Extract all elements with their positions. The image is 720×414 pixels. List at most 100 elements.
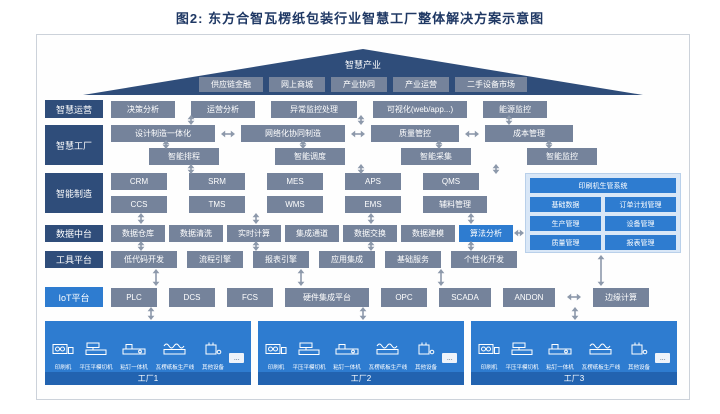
data-mid-item: 数据建模 (401, 225, 455, 242)
vertical-double-arrow-icon (435, 140, 443, 149)
iot-item: PLC (111, 287, 157, 307)
roof-item: 供应链金融 (199, 77, 263, 92)
layer-manufacturing-row-a: CRM SRM MES APS QMS (111, 173, 479, 190)
vertical-double-arrow-icon (597, 255, 605, 286)
vertical-double-arrow-icon (467, 241, 475, 251)
vertical-double-arrow-icon (147, 307, 155, 320)
iot-item: FCS (227, 287, 273, 307)
machine-label: 瓦楞纸板生产线 (581, 365, 621, 371)
machine-die-cutter: 平压平模切机 (504, 341, 540, 371)
machine-die-cutter: 平压平模切机 (291, 341, 327, 371)
machine-die-cutter: 平压平模切机 (78, 341, 114, 371)
roof-items: 供应链金融 网上商城 产业协同 产业运营 二手设备市场 (199, 77, 527, 92)
machine-printer: 印刷机 (265, 341, 287, 371)
vertical-double-arrow-icon (252, 213, 260, 224)
factory-item: 质量管控 (371, 125, 459, 142)
machine-printer: 印刷机 (52, 341, 74, 371)
vertical-double-arrow-icon (187, 164, 195, 174)
vertical-double-arrow-icon (367, 241, 375, 251)
roof-item: 产业协同 (331, 77, 387, 92)
machine-label: 印刷机 (54, 365, 71, 371)
vertical-double-arrow-icon (187, 115, 195, 125)
data-mid-item: 集成通道 (285, 225, 339, 242)
manufacturing-item: EMS (345, 196, 401, 213)
roof-item: 网上商城 (269, 77, 325, 92)
iot-item: ANDON (503, 287, 555, 307)
factory-machines: 印刷机 平压平模切机 粘钉一体机 瓦楞纸板生产线 (45, 321, 251, 372)
panel-items: 基础数据 订单计划管理 生产管理 设备管理 质量管理 报表管理 (530, 197, 676, 250)
panel-title: 印刷机生管系统 (530, 178, 676, 193)
operation-item: 运营分析 (191, 100, 255, 118)
machine-label: 其他设备 (627, 365, 650, 371)
layer-factory-row-b: 智能排程 智能调度 智能采集 智能监控 (149, 148, 597, 165)
data-mid-item: 数据交换 (343, 225, 397, 242)
layer-label-manufacturing: 智能制造 (45, 173, 103, 213)
machine-label: 其他设备 (201, 365, 224, 371)
layer-label-iot: IoT平台 (45, 287, 103, 307)
factory-name: 工厂3 (471, 372, 677, 385)
horizontal-double-arrow-icon (465, 130, 479, 138)
factories-row: 印刷机 平压平模切机 粘钉一体机 瓦楞纸板生产线 (45, 321, 677, 385)
factory-item: 智能监控 (527, 148, 597, 165)
iot-item: DCS (169, 287, 215, 307)
factory-item: 智能调度 (275, 148, 345, 165)
tools-item: 报表引擎 (253, 251, 309, 268)
diagram-frame: 智慧产业 供应链金融 网上商城 产业协同 产业运营 二手设备市场 智慧运营 决策… (36, 34, 690, 400)
machine-label: 其他设备 (414, 365, 437, 371)
machine-corrugator: 瓦楞纸板生产线 (367, 341, 409, 371)
more-equipment-box: ... (442, 353, 458, 363)
die-cutter-machine-icon (511, 341, 533, 361)
die-cutter-machine-icon (85, 341, 107, 361)
machine-other: 其他设备 (627, 341, 651, 371)
other-machine-icon (417, 341, 435, 361)
factory-item: 智能排程 (149, 148, 219, 165)
more-equipment-box: ... (229, 353, 245, 363)
machine-label: 粘钉一体机 (333, 365, 361, 371)
layer-data-mid: 数据仓库 数据清洗 实时计算 集成通道 数据交换 数据建模 算法分析 (111, 225, 513, 242)
manufacturing-item: TMS (189, 196, 245, 213)
printing-mes-panel: 印刷机生管系统 基础数据 订单计划管理 生产管理 设备管理 质量管理 报表管理 (525, 173, 681, 253)
layer-iot: PLC DCS FCS 硬件集成平台 OPC SCADA ANDON 边缘计算 (111, 287, 649, 307)
horizontal-double-arrow-icon (514, 229, 524, 237)
layer-factory-row-a: 设计制造一体化 网络化协同制造 质量管控 成本管理 (111, 125, 573, 142)
stitcher-machine-icon (335, 341, 359, 361)
machine-label: 粘钉一体机 (546, 365, 574, 371)
vertical-double-arrow-icon (545, 140, 553, 149)
tools-item: 流程引擎 (187, 251, 243, 268)
printer-machine-icon (52, 341, 74, 361)
machine-corrugator: 瓦楞纸板生产线 (154, 341, 196, 371)
vertical-double-arrow-icon (357, 115, 365, 125)
machine-label: 印刷机 (480, 365, 497, 371)
data-mid-item: 实时计算 (227, 225, 281, 242)
layer-tools: 低代码开发 流程引擎 报表引擎 应用集成 基础服务 个性化开发 (111, 251, 517, 268)
iot-item: 硬件集成平台 (285, 287, 369, 307)
factory-item: 智能采集 (401, 148, 471, 165)
machine-label: 粘钉一体机 (120, 365, 148, 371)
roof-item: 二手设备市场 (455, 77, 527, 92)
layer-label-factory: 智慧工厂 (45, 125, 103, 165)
manufacturing-item: WMS (267, 196, 323, 213)
factory-item: 网络化协同制造 (241, 125, 345, 142)
iot-item: SCADA (439, 287, 491, 307)
layer-label-tools: 工具平台 (45, 251, 103, 268)
vertical-double-arrow-icon (299, 140, 307, 149)
machine-label: 印刷机 (267, 365, 284, 371)
vertical-double-arrow-icon (437, 269, 445, 286)
vertical-double-arrow-icon (367, 213, 375, 224)
machine-other: 其他设备 (201, 341, 225, 371)
machine-printer: 印刷机 (478, 341, 500, 371)
tools-item: 应用集成 (319, 251, 375, 268)
stitcher-machine-icon (122, 341, 146, 361)
iot-item: OPC (381, 287, 427, 307)
figure-title: 图2: 东方合智瓦楞纸包装行业智慧工厂整体解决方案示意图 (175, 11, 545, 26)
corrugator-machine-icon (589, 341, 613, 361)
vertical-double-arrow-icon (359, 307, 367, 320)
machine-other: 其他设备 (414, 341, 438, 371)
machine-corrugator: 瓦楞纸板生产线 (580, 341, 622, 371)
machine-label: 平压平模切机 (292, 365, 326, 371)
iot-item: 边缘计算 (593, 287, 649, 307)
machine-stitcher: 粘钉一体机 (545, 341, 575, 371)
factory-panel-1: 印刷机 平压平模切机 粘钉一体机 瓦楞纸板生产线 (45, 321, 251, 385)
manufacturing-item: APS (345, 173, 401, 190)
